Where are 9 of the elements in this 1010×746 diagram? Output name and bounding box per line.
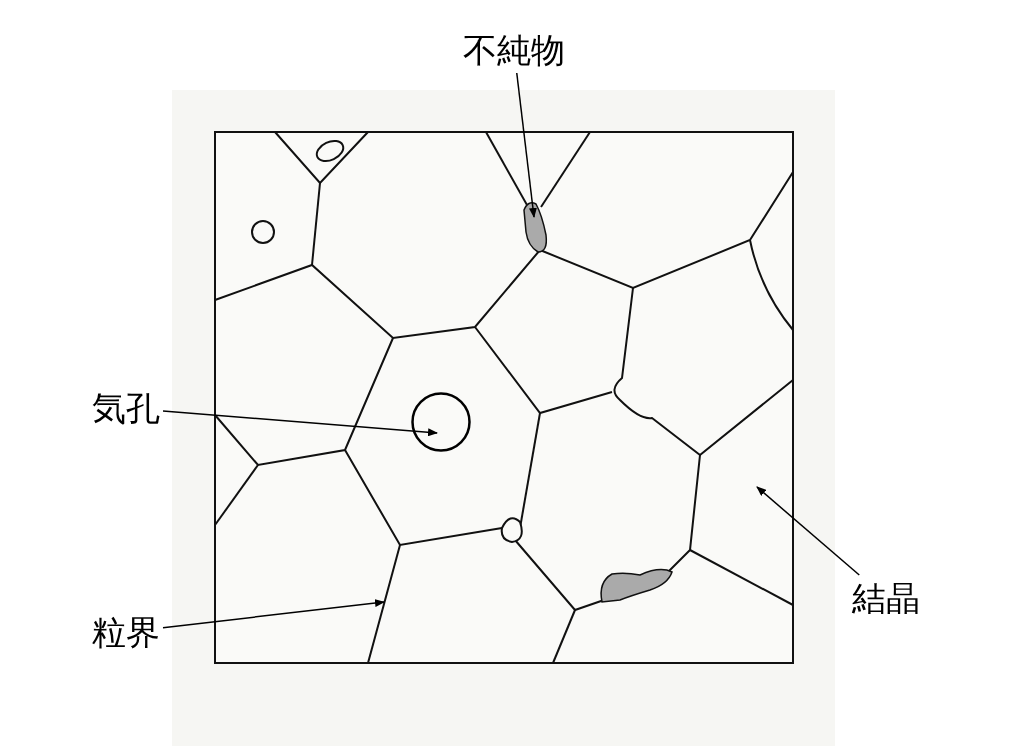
- callout-label: 不純物: [463, 30, 565, 70]
- callout-label: 気孔: [92, 388, 160, 428]
- leader-line: [162, 410, 438, 437]
- callout-label: 結晶: [852, 578, 920, 618]
- callout-label: 粒界: [92, 612, 160, 652]
- pore-circle: [411, 392, 471, 452]
- leader-line: [162, 599, 385, 629]
- leader-line: [516, 72, 537, 218]
- leader-line: [756, 486, 860, 576]
